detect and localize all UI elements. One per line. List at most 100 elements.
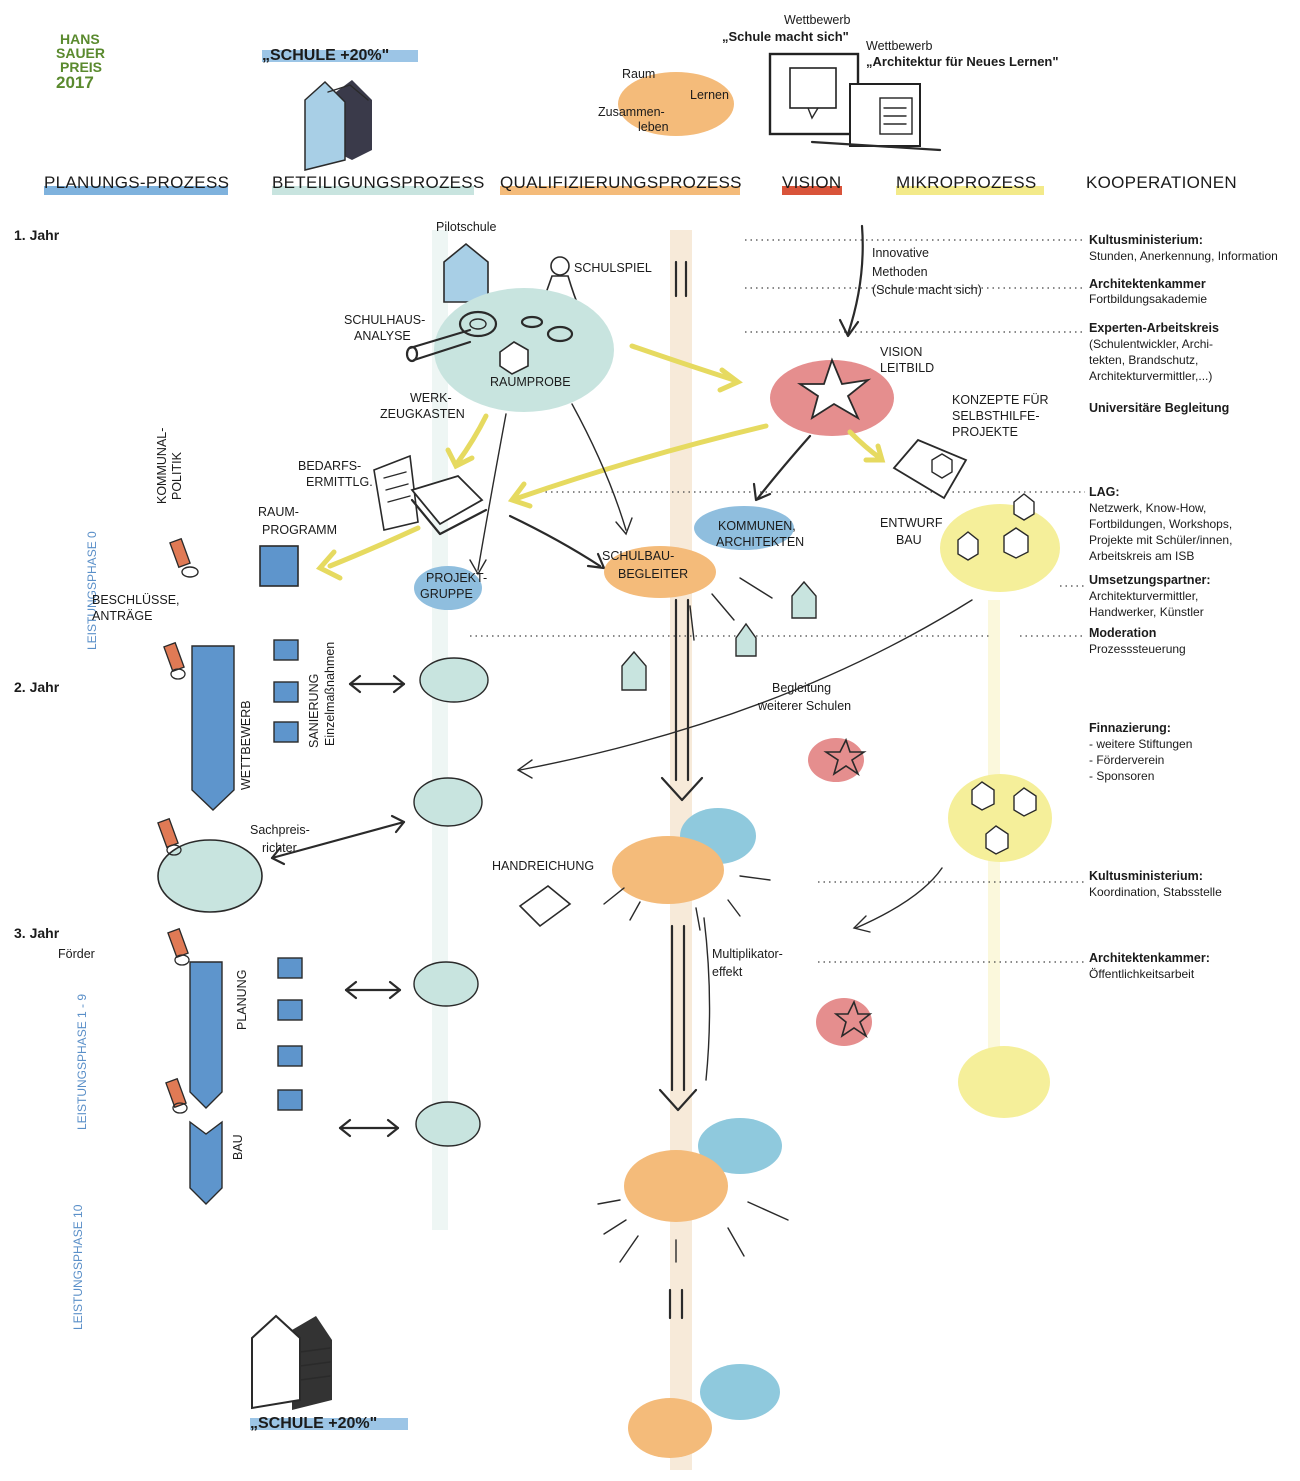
phase-1-9: LEISTUNGSPHASE 1 - 9 (75, 994, 89, 1130)
entwurf-blob (940, 504, 1060, 592)
competition-2-label: Wettbewerb (866, 39, 933, 53)
title-top: „SCHULE +20%" (262, 47, 389, 64)
label-raumprobe: RAUMPROBE (490, 375, 571, 389)
small-house-icon (791, 580, 817, 619)
col-vision: VISION (782, 173, 841, 192)
kooperation-blob (700, 1364, 780, 1420)
hans-sauer-preis-logo: HANS SAUER PREIS 2017 (56, 31, 105, 92)
koop-universitaet: Universitäre Begleitung (1089, 401, 1229, 415)
koop-kultusministerium-2: Kultusministerium: (1089, 869, 1203, 883)
yellow-arrow-to-vision (629, 343, 737, 383)
label-innovative-2: Methoden (872, 265, 928, 279)
small-house-icon (621, 650, 647, 691)
qualifizierung-blob (624, 1150, 728, 1222)
label-begleitung-2: weiterer Schulen (757, 699, 851, 713)
koop-finanzierung-l3: - Sponsoren (1089, 769, 1154, 783)
label-multiplikator-2: effekt (712, 965, 743, 979)
col-qualifizierungsprozess: QUALIFIZIERUNGSPROZESS (500, 173, 742, 192)
star-icon (823, 737, 867, 777)
stamp-icon (165, 1077, 188, 1114)
koop-moderation-text: Prozesssteuerung (1089, 642, 1186, 656)
koop-kultusministerium-2-text: Koordination, Stabsstelle (1089, 885, 1222, 899)
label-einzelmassnahmen: Einzelmaßnahmen (323, 642, 337, 746)
open-book-icon (410, 474, 484, 526)
koop-lag: LAG: (1089, 485, 1120, 499)
planung-box (277, 999, 303, 1021)
cloud-zusammen-1: Zusammen- (598, 105, 665, 119)
sanierung-box (273, 639, 299, 661)
year-3: 3. Jahr (14, 925, 60, 941)
title-top-highlight (262, 50, 418, 62)
participation-blob (415, 1101, 481, 1147)
title-bottom: „SCHULE +20%" (250, 1415, 377, 1432)
kommunen-blob (694, 506, 794, 550)
label-werk-2: ZEUGKASTEN (380, 407, 465, 421)
cubes-icon (971, 781, 1037, 855)
label-innovative-3: (Schule macht sich) (872, 283, 982, 297)
col-underline-qualifizierung (500, 186, 740, 195)
label-beschluesse: BESCHLÜSSE, (92, 593, 180, 607)
arrow-begleitung (519, 599, 973, 771)
competition-2-name: „Architektur für Neues Lernen" (866, 54, 1059, 69)
vision-blob-small (816, 998, 872, 1046)
koop-experten-l1: (Schulentwickler, Archi- (1089, 337, 1213, 351)
label-werk-1: WERK- (410, 391, 452, 405)
raumprogramm-box (259, 545, 299, 587)
label-bau-phase: BAU (231, 1134, 245, 1160)
col-kooperationen: KOOPERATIONEN (1086, 173, 1237, 192)
bau-arrow (189, 1120, 223, 1205)
label-schulhaus-1: SCHULHAUS- (344, 313, 425, 327)
label-foerder: Förder (58, 947, 95, 961)
stamp-icon (157, 817, 182, 856)
yellow-arrow-vision-to-bedarf (515, 423, 769, 501)
year-2: 2. Jahr (14, 679, 60, 695)
sanierung-box (273, 721, 299, 743)
planung-box (277, 957, 303, 979)
cloud-zusammen-2: leben (638, 120, 669, 134)
participation-blob (413, 777, 483, 827)
koop-lag-l1: Netzwerk, Know-How, (1089, 501, 1206, 515)
participation-blob (419, 657, 489, 703)
vision-blob-small (808, 738, 864, 782)
arrow-vision-to-kommunen (756, 434, 812, 500)
koop-umsetzung-l1: Architekturvermittler, (1089, 589, 1198, 603)
col-underline-beteiligung (272, 186, 474, 195)
col-planungs-prozess: PLANUNGS-PROZESS (44, 173, 229, 192)
screens-icon (768, 52, 942, 152)
pilotschule-house-icon (443, 242, 489, 303)
competition-1-name: „Schule macht sich" (722, 29, 849, 44)
stamp-icon (163, 641, 186, 680)
title-bottom-highlight (250, 1418, 408, 1430)
col-underline-vision (782, 186, 842, 195)
koop-finanzierung-l2: - Förderverein (1089, 753, 1164, 767)
label-sachpreis-1: Sachpreis- (250, 823, 310, 837)
planung-box (277, 1045, 303, 1067)
col-underline-planung (44, 186, 228, 195)
arrow-to-schulbau (571, 403, 627, 531)
koop-umsetzung: Umsetzungspartner: (1089, 573, 1211, 587)
document-icon (373, 454, 419, 531)
label-bedarf-2: ERMITTLG. (306, 475, 373, 489)
label-kommunal: KOMMUNAL- (155, 428, 169, 504)
label-sanierung: SANIERUNG (307, 674, 321, 748)
logo-line-3: PREIS (60, 59, 102, 75)
koop-moderation: Moderation (1089, 626, 1156, 640)
label-antraege: ANTRÄGE (92, 609, 152, 623)
cubes-icon (957, 493, 1035, 561)
sachpreis-blob (157, 839, 263, 913)
planung-box (277, 1089, 303, 1111)
projektgruppe-blob (414, 566, 482, 610)
koop-umsetzung-l2: Handwerker, Künstler (1089, 605, 1204, 619)
kooperationen-list: Kultusministerium: Stunden, Anerkennung,… (1089, 233, 1278, 981)
koop-architektenkammer-text: Fortbildungsakademie (1089, 292, 1207, 306)
koop-lag-l4: Arbeitskreis am ISB (1089, 549, 1194, 563)
cloud-raum: Raum (622, 67, 655, 81)
label-bau: BAU (896, 533, 922, 547)
koop-lag-l2: Fortbildungen, Workshops, (1089, 517, 1232, 531)
wettbewerb-arrow (191, 645, 235, 811)
label-leitbild: LEITBILD (880, 361, 934, 375)
label-begleiter: BEGLEITER (618, 567, 688, 581)
logo-line-4: 2017 (56, 73, 94, 92)
